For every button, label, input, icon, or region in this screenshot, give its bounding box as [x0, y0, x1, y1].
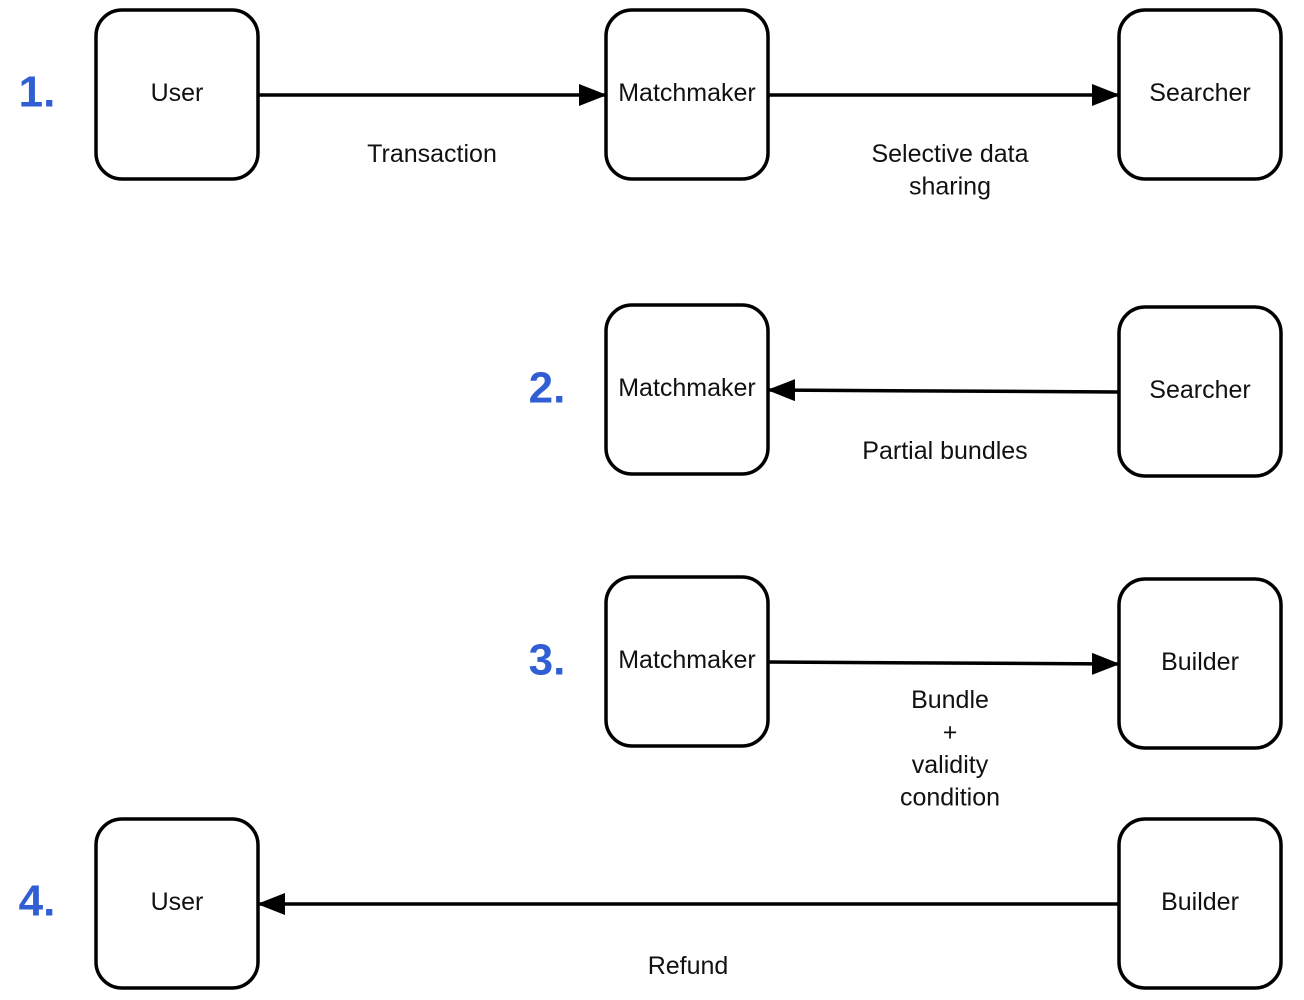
node-label: User	[151, 79, 204, 107]
edge-label-line: Transaction	[367, 140, 497, 168]
node-label: Builder	[1161, 888, 1239, 916]
node-user: User	[94, 8, 260, 181]
node-label: User	[151, 888, 204, 916]
edge-builder-to-user: Refund	[257, 893, 1119, 980]
node-matchmaker: Matchmaker	[604, 303, 770, 476]
edge-label: Refund	[648, 952, 729, 980]
step-number: 3.	[529, 636, 566, 685]
edge-label-line: Partial bundles	[862, 437, 1027, 465]
node-label: Matchmaker	[618, 646, 756, 674]
node-searcher: Searcher	[1117, 8, 1283, 181]
edge-user-to-matchmaker: Transaction	[258, 84, 607, 168]
node-builder: Builder	[1117, 577, 1283, 750]
edge-label: Selective data sharing	[871, 140, 1028, 201]
node-box	[604, 575, 770, 748]
edge-label-line: sharing	[909, 173, 991, 201]
node-label: Searcher	[1149, 79, 1250, 107]
node-label: Builder	[1161, 648, 1239, 676]
edge-matchmaker-to-builder: Bundle + validity condition	[767, 652, 1120, 812]
edge-label-line: +	[943, 719, 958, 747]
step-number: 2.	[529, 364, 566, 413]
edge-arrow	[767, 652, 1120, 675]
step-number: 1.	[19, 68, 56, 117]
node-label: Matchmaker	[618, 79, 756, 107]
edge-label: Partial bundles	[862, 437, 1027, 465]
edge-label-line: validity	[912, 751, 989, 779]
edge-label-line: Bundle	[911, 686, 989, 714]
edge-searcher-to-matchmaker: Partial bundles	[767, 379, 1120, 465]
node-user: User	[94, 817, 260, 990]
step-number: 4.	[19, 877, 56, 926]
edge-arrow	[767, 379, 1120, 402]
edge-label: Bundle + validity condition	[900, 686, 1000, 812]
edge-label-line: Refund	[648, 952, 729, 980]
node-label: Searcher	[1149, 376, 1250, 404]
node-matchmaker: Matchmaker	[604, 575, 770, 748]
edge-label-line: condition	[900, 784, 1000, 812]
edge-matchmaker-to-searcher: Selective data sharing	[768, 84, 1120, 201]
node-searcher: Searcher	[1117, 305, 1283, 478]
edge-label-line: Selective data	[871, 140, 1028, 168]
node-label: Matchmaker	[618, 374, 756, 402]
node-matchmaker: Matchmaker	[604, 8, 770, 181]
node-builder: Builder	[1117, 817, 1283, 990]
edge-label: Transaction	[367, 140, 497, 168]
